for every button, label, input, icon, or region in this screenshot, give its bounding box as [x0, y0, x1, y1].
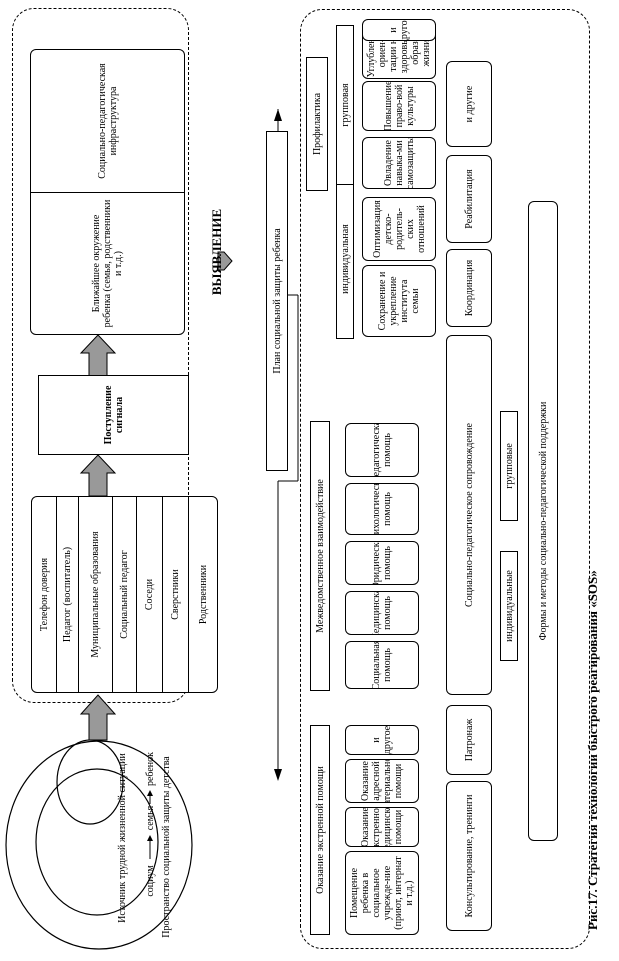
emergency-title: Оказание экстренной помощи [310, 725, 330, 935]
ellipse-middle-label: Источник трудной жизненной ситуации [117, 753, 128, 923]
block-arrow-3 [79, 334, 117, 377]
source-item: Муниципальные образования [79, 497, 113, 692]
emergency-item: Помещение ребенка в социальное учрежде-н… [345, 851, 419, 935]
block-arrow-2 [79, 454, 117, 497]
detection-label: ВЫЯВЛЕНИЕ [209, 208, 224, 296]
prevention-item: Оптимизация детско-родитель-ских отношен… [362, 197, 436, 261]
prevention-individual: индивидуальная [336, 179, 354, 339]
prevention-item: Повышение право-вой культуры [362, 81, 436, 131]
block-arrow-1 [79, 694, 117, 741]
environment-right: Социально-педагогическая инфраструктура [96, 63, 119, 179]
support-item: Консультирование, тренинги [446, 781, 492, 931]
ellipse-inner [56, 739, 124, 825]
prevention-item: Сохранение и укрепление института семьи [362, 265, 436, 337]
prevention-item: Овладение навыка-ми самозащиты [362, 137, 436, 189]
source-item: Социальный педагог [113, 497, 137, 692]
support-forms: Формы и методы социально-педагогической … [528, 201, 558, 841]
environment-left: Ближайшее окружение ребенка (семья, родс… [31, 192, 184, 334]
support-item: и другие [446, 61, 492, 147]
signal-box: Поступление сигнала [38, 375, 189, 455]
ellipse-family-label: семья [145, 805, 156, 831]
ellipse-socium-label: социум [145, 865, 156, 897]
support-item: Координация [446, 249, 492, 327]
emergency-item: Оказание экстренной медицинской помощи [345, 807, 419, 847]
support-individual: индивидуальные [500, 551, 518, 661]
prevention-item: и другое [362, 19, 436, 41]
support-item: Патронаж [446, 705, 492, 775]
environment-box: Ближайшее окружение ребенка (семья, родс… [30, 49, 185, 335]
source-item: Телефон доверия [32, 497, 57, 692]
ellipse-outer-label: Пространство социальной защиты детства [161, 756, 172, 938]
ellipse-child-label: ребенок [145, 751, 156, 787]
support-group: групповые [500, 411, 518, 521]
prevention-title: Профилактика [306, 57, 328, 191]
source-item: Соседи [137, 497, 163, 692]
support-item: Реабилитация [446, 155, 492, 243]
block-arrow-down [217, 251, 233, 271]
interagency-item: Педагогическая помощь [345, 423, 419, 477]
plan-bar: План социальной защиты ребенка [266, 131, 288, 471]
interagency-item: Психологическая помощь [345, 483, 419, 535]
interagency-item: Юридическая помощь [345, 541, 419, 585]
figure-caption: Рис.17. Стратегия технологии быстрого ре… [585, 570, 600, 930]
interagency-item: Медицинская помощь [345, 591, 419, 635]
sources-table: Телефон доверия Педагог (воспитатель) Му… [31, 496, 218, 693]
source-item: Родственники [197, 564, 209, 625]
source-item: Педагог (воспитатель) [57, 497, 79, 692]
ellipse-middle [35, 768, 159, 916]
emergency-item: Оказание адресной материальной помощи [345, 759, 419, 803]
interagency-title: Межведомственное взаимодействие [310, 421, 330, 691]
interagency-item: Социальная помощь [345, 641, 419, 689]
emergency-item: и другое [345, 725, 419, 755]
prevention-group: групповая [336, 25, 354, 185]
source-item: Сверстники [163, 497, 189, 692]
support-item: Социально-педагогическое сопровождение [446, 335, 492, 695]
